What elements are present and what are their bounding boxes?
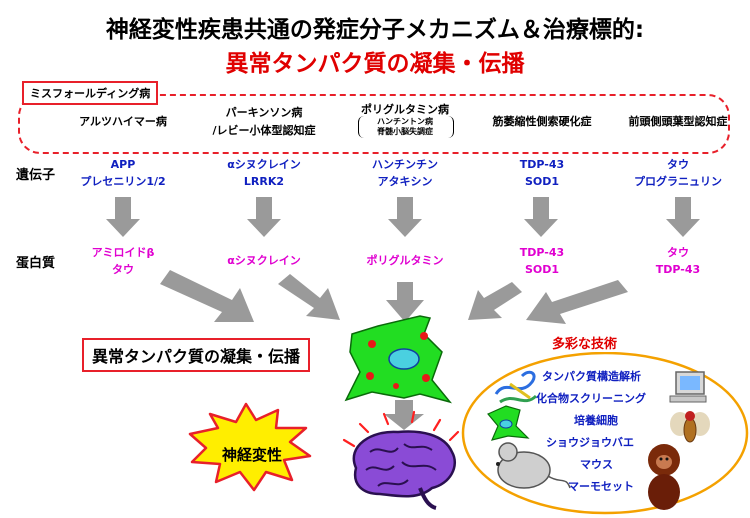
protein-structure-icon xyxy=(494,370,538,404)
fly-icon xyxy=(670,411,710,443)
marmoset-icon xyxy=(648,444,680,510)
technology-item-5: マウス xyxy=(580,458,613,471)
disease-name-2b: /レビー小体型認知症 xyxy=(212,124,316,137)
neurodegeneration-burst-icon xyxy=(188,402,312,492)
arrow-converge-5 xyxy=(526,280,628,324)
technology-item-3: 培養細胞 xyxy=(574,414,618,427)
protein-5a: タウ xyxy=(667,246,689,259)
technology-item-4: ショウジョウバエ xyxy=(546,436,634,449)
disease-name-2: パーキンソン病 xyxy=(225,106,303,119)
disease-sub-3a: ハンチントン病 xyxy=(377,117,433,126)
main-title: 神経変性疾患共通の発症分子メカニズム＆治療標的: xyxy=(105,17,645,43)
protein-4b: SOD1 xyxy=(524,263,560,276)
disease-name-4: 筋萎縮性側索硬化症 xyxy=(492,115,592,128)
gene-4a: TDP-43 xyxy=(519,158,565,171)
arrow-down-5 xyxy=(666,197,700,237)
technology-heading: 多彩な技術 xyxy=(548,333,622,352)
gene-1b: プレセニリン1/2 xyxy=(80,175,166,188)
technology-item-1: タンパク質構造解析 xyxy=(542,370,641,383)
protein-1a: アミロイドβ xyxy=(91,246,155,259)
genes-row-label: 遺伝子 xyxy=(16,168,56,183)
protein-1b: タウ xyxy=(112,263,134,276)
aggregation-cell-icon xyxy=(344,315,453,404)
disease-name-1: アルツハイマー病 xyxy=(79,115,167,128)
arrow-converge-3 xyxy=(386,282,424,322)
gene-5a: タウ xyxy=(667,158,689,171)
mouse-icon xyxy=(496,442,571,489)
disease-group-frame xyxy=(18,94,730,154)
protein-2a: αシヌクレイン xyxy=(227,254,301,267)
gene-5b: プログラニュリン xyxy=(634,175,722,188)
gene-1a: APP xyxy=(110,158,136,171)
technology-item-6: マーモセット xyxy=(568,480,634,493)
arrow-down-1 xyxy=(106,197,140,237)
gene-3b: アタキシン xyxy=(377,175,433,188)
cultured-cell-icon xyxy=(487,405,530,441)
brain-icon xyxy=(342,410,460,510)
computer-icon xyxy=(669,371,707,403)
technology-item-2: 化合物スクリーニング xyxy=(536,392,646,405)
arrow-down-3 xyxy=(388,197,422,237)
gene-2b: LRRK2 xyxy=(243,175,285,188)
main-subtitle: 異常タンパク質の凝集・伝播 xyxy=(225,51,525,77)
gene-2a: αシヌクレイン xyxy=(227,158,301,171)
arrow-converge-1 xyxy=(160,270,254,322)
disease-name-5: 前頭側頭葉型認知症 xyxy=(628,115,728,128)
protein-5b: TDP-43 xyxy=(655,263,701,276)
arrow-down-4 xyxy=(524,197,558,237)
arrow-cell-to-brain xyxy=(384,400,424,430)
proteins-row-label: 蛋白質 xyxy=(16,256,56,271)
gene-3a: ハンチンチン xyxy=(372,158,438,171)
disease-sub-bracket xyxy=(358,116,454,138)
arrow-converge-2 xyxy=(278,274,340,320)
gene-4b: SOD1 xyxy=(524,175,560,188)
neurodegeneration-label: 神経変性 xyxy=(221,446,282,464)
misfolding-disease-label: ミスフォールディング病 xyxy=(22,81,159,105)
disease-sub-3b: 脊髄小脳失調症 xyxy=(377,127,433,136)
arrow-down-2 xyxy=(247,197,281,237)
protein-3a: ポリグルタミン xyxy=(366,254,444,267)
aggregation-label: 異常タンパク質の凝集・伝播 xyxy=(82,338,311,372)
arrow-converge-4 xyxy=(468,282,522,320)
disease-name-3: ポリグルタミン病 xyxy=(361,103,449,116)
technology-oval xyxy=(461,351,749,515)
protein-4a: TDP-43 xyxy=(519,246,565,259)
